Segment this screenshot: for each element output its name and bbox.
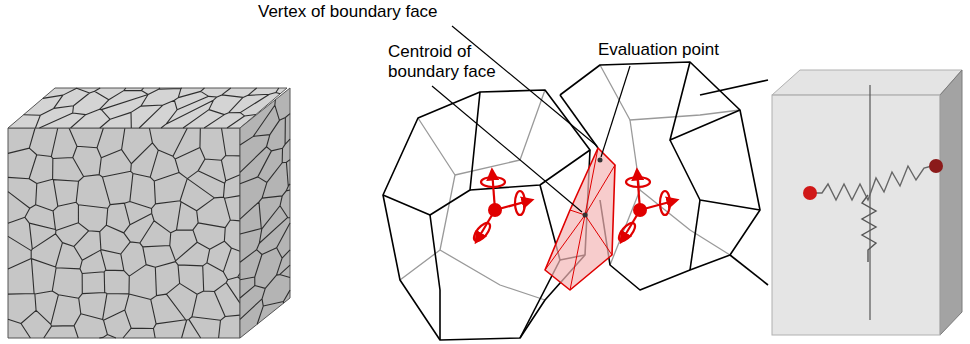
callout-label: Vertex of boundary face [258, 2, 458, 22]
grain-cube [8, 88, 290, 338]
grain-face [240, 88, 290, 338]
grain-face [8, 88, 287, 128]
polyhedron-pair [383, 62, 768, 340]
callout-label: Evaluation point [598, 40, 768, 60]
callout-label: Centroid of boundary face [388, 42, 513, 82]
grain-face [8, 128, 240, 338]
spring-model [772, 70, 962, 335]
